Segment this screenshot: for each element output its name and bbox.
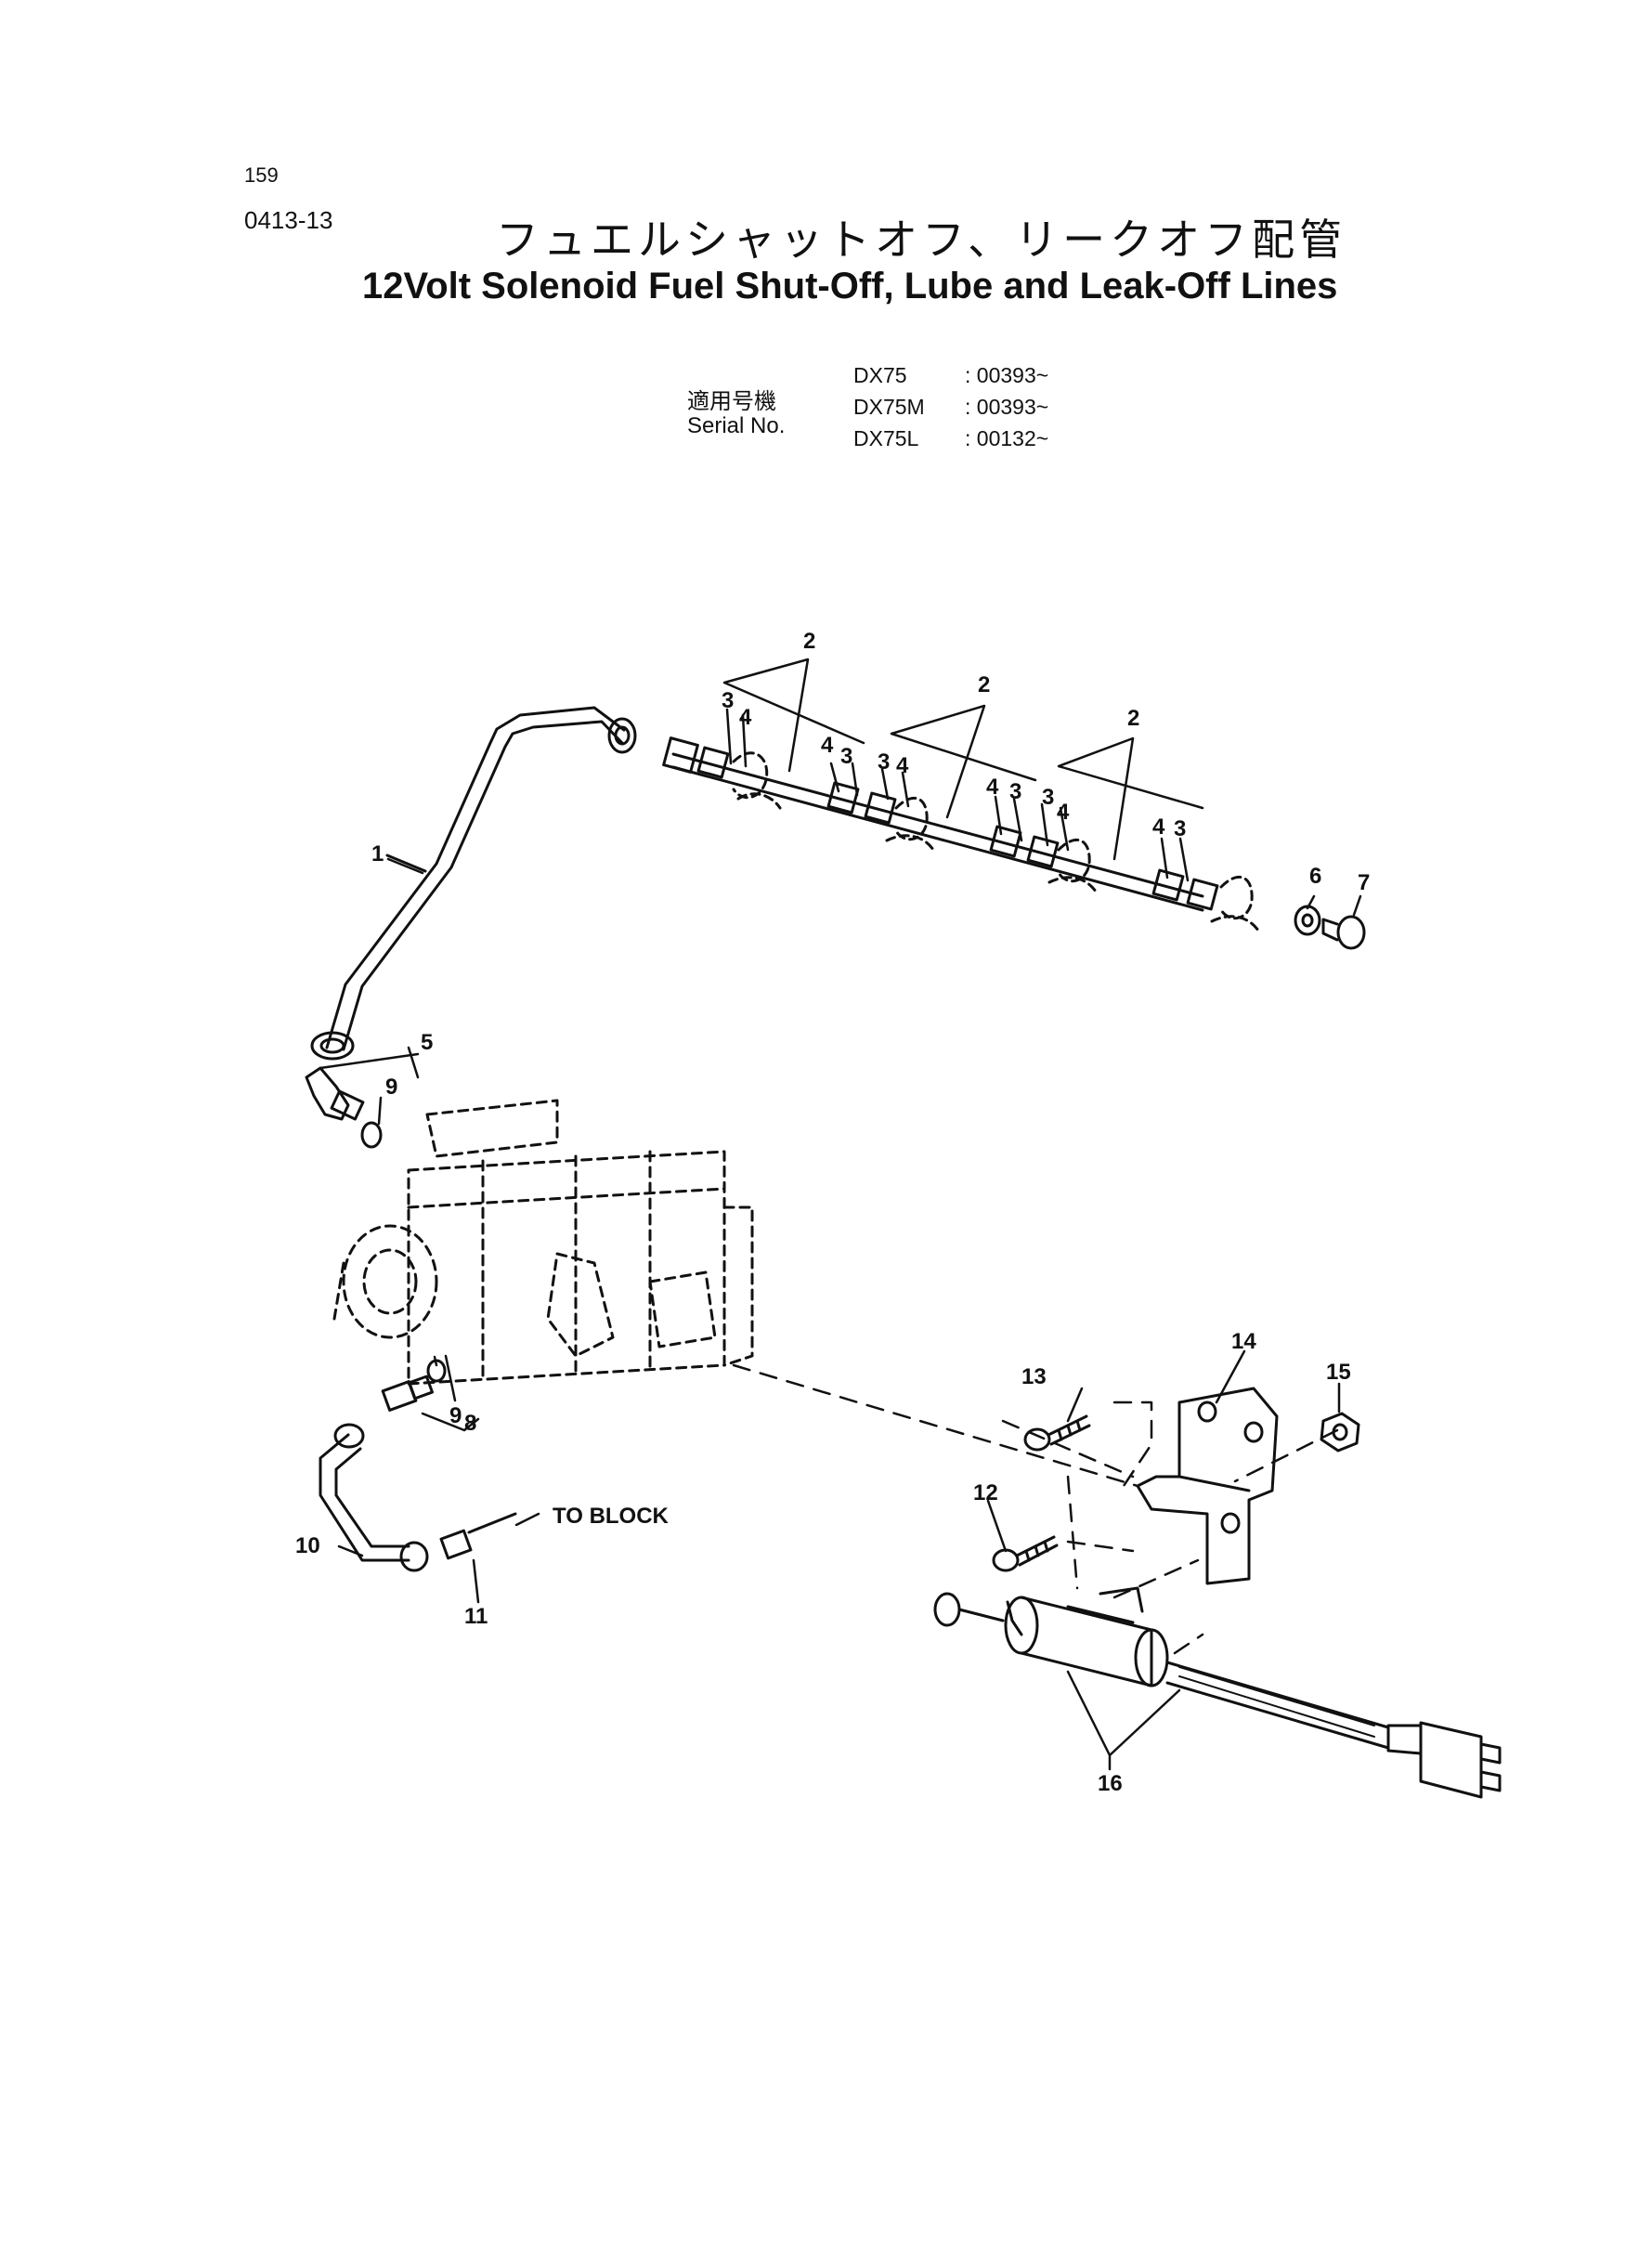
- callout-15: 15: [1326, 1360, 1351, 1385]
- serial-row: DX75L : 00132~: [853, 426, 1048, 451]
- injector-outlines: [732, 751, 1260, 932]
- serial-model: DX75M: [853, 395, 925, 419]
- callout-10: 10: [295, 1533, 320, 1558]
- page-number: 159: [244, 163, 279, 187]
- callout-2: 2: [978, 672, 990, 697]
- callout-2: 2: [803, 629, 815, 654]
- callout-5: 5: [421, 1030, 433, 1055]
- part-11-fitting: [439, 1512, 517, 1560]
- title-japanese: フュエルシャットオフ、リークオフ配管: [496, 215, 1347, 265]
- callout-3: 3: [1042, 785, 1054, 810]
- serial-range: : 00132~: [965, 426, 1049, 450]
- serial-model: DX75L: [853, 426, 919, 450]
- callout-3: 3: [1174, 816, 1186, 841]
- callout-3: 3: [878, 749, 890, 775]
- callout-4: 4: [739, 705, 752, 730]
- part-14-bracket: [1136, 1387, 1279, 1585]
- leader-lines: [305, 658, 1362, 1771]
- serial-label-english: Serial No.: [687, 413, 786, 438]
- title-english: 12Volt Solenoid Fuel Shut-Off, Lube and …: [362, 266, 1338, 306]
- callout-7: 7: [1358, 870, 1370, 895]
- callout-1: 1: [371, 841, 384, 866]
- part-6-washer: [1294, 905, 1321, 936]
- to-block-note: TO BLOCK: [553, 1504, 670, 1529]
- callout-4: 4: [1152, 814, 1165, 840]
- callout-6: 6: [1309, 864, 1321, 889]
- callout-12: 12: [973, 1480, 998, 1505]
- part-8-fitting: [381, 1375, 434, 1412]
- callout-14: 14: [1231, 1329, 1256, 1354]
- injection-pump-outline: [332, 1099, 754, 1386]
- callout-16: 16: [1098, 1771, 1123, 1796]
- serial-row: DX75M : 00393~: [853, 395, 1048, 420]
- callout-4: 4: [1057, 800, 1070, 825]
- part-7-bolt: [1321, 915, 1366, 950]
- callout-4: 4: [821, 733, 834, 758]
- serial-range: : 00393~: [965, 395, 1049, 419]
- section-code: 0413-13: [244, 206, 333, 234]
- callout-4: 4: [986, 775, 999, 800]
- callout-8: 8: [464, 1411, 476, 1436]
- part-9-o-ring: [360, 1121, 447, 1383]
- callout-2: 2: [1127, 706, 1139, 731]
- callout-3: 3: [840, 744, 852, 769]
- part-1-pipe: [310, 706, 637, 1061]
- callout-labels: 2 2 2 3 4 4 3 3 4 4 3 3 4 4 3 1 5 6 7 8 …: [295, 629, 1370, 1796]
- serial-row: DX75 : 00393~: [853, 363, 1048, 388]
- serial-model: DX75: [853, 363, 907, 387]
- callout-3: 3: [722, 688, 734, 713]
- serial-range: : 00393~: [965, 363, 1049, 387]
- callout-11: 11: [464, 1604, 488, 1629]
- callout-9: 9: [385, 1075, 397, 1100]
- part-16-solenoid: [933, 1586, 1502, 1799]
- part-13-bolt: [1023, 1414, 1091, 1452]
- serial-label-japanese: 適用号機: [687, 388, 776, 414]
- part-10-pipe: [319, 1423, 429, 1572]
- callout-9: 9: [449, 1403, 462, 1428]
- callout-13: 13: [1021, 1364, 1047, 1389]
- callout-3: 3: [1009, 779, 1021, 804]
- part-15-nut: [1320, 1412, 1360, 1453]
- callout-4: 4: [896, 753, 909, 778]
- alignment-lines: [732, 1363, 1339, 1655]
- part-5-elbow-fitting: [305, 1066, 365, 1121]
